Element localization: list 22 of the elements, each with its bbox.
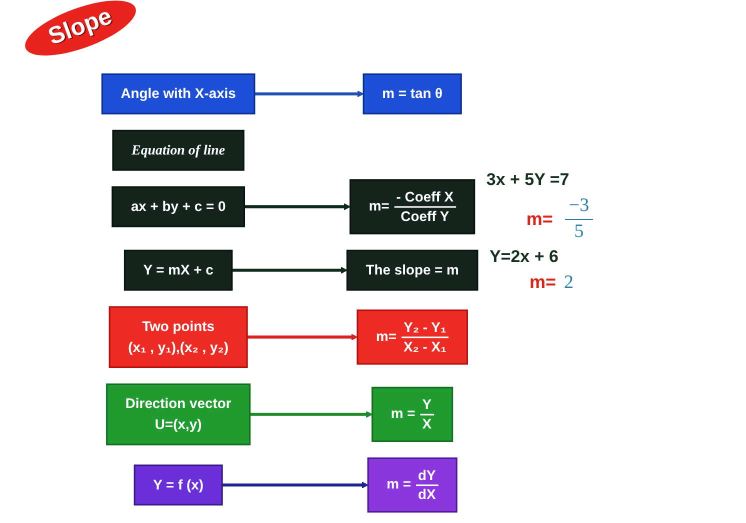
slope-symbol: m=	[526, 208, 553, 230]
node-box: Two points (x₁ , y₁),(x₂ , y₂)	[108, 306, 248, 368]
arrow	[254, 90, 364, 98]
example-equation: 3x + 5Y =7	[486, 170, 570, 190]
example-equation: Y=2x + 6	[489, 246, 560, 267]
arrow	[222, 482, 368, 488]
arrow	[247, 334, 358, 340]
node-box: m = tan θ	[362, 73, 462, 114]
node-box: Direction vector U=(x,y)	[106, 383, 251, 446]
slope-value: 2	[564, 272, 574, 294]
node-box: Equation of line	[112, 130, 244, 171]
node-box: Y = mX + c	[124, 250, 233, 291]
node-box: ax + by + c = 0	[112, 186, 246, 228]
fraction-numerator: −3	[564, 194, 594, 220]
slope-symbol: m=	[529, 272, 556, 294]
node-box: Angle with X-axis	[101, 73, 256, 114]
node-box: The slope = m	[346, 250, 478, 291]
fraction-denominator: 5	[573, 220, 585, 244]
arrow	[232, 266, 348, 274]
arrow	[244, 203, 351, 210]
arrow	[250, 411, 373, 418]
node-box: Y = f (x)	[134, 464, 223, 506]
